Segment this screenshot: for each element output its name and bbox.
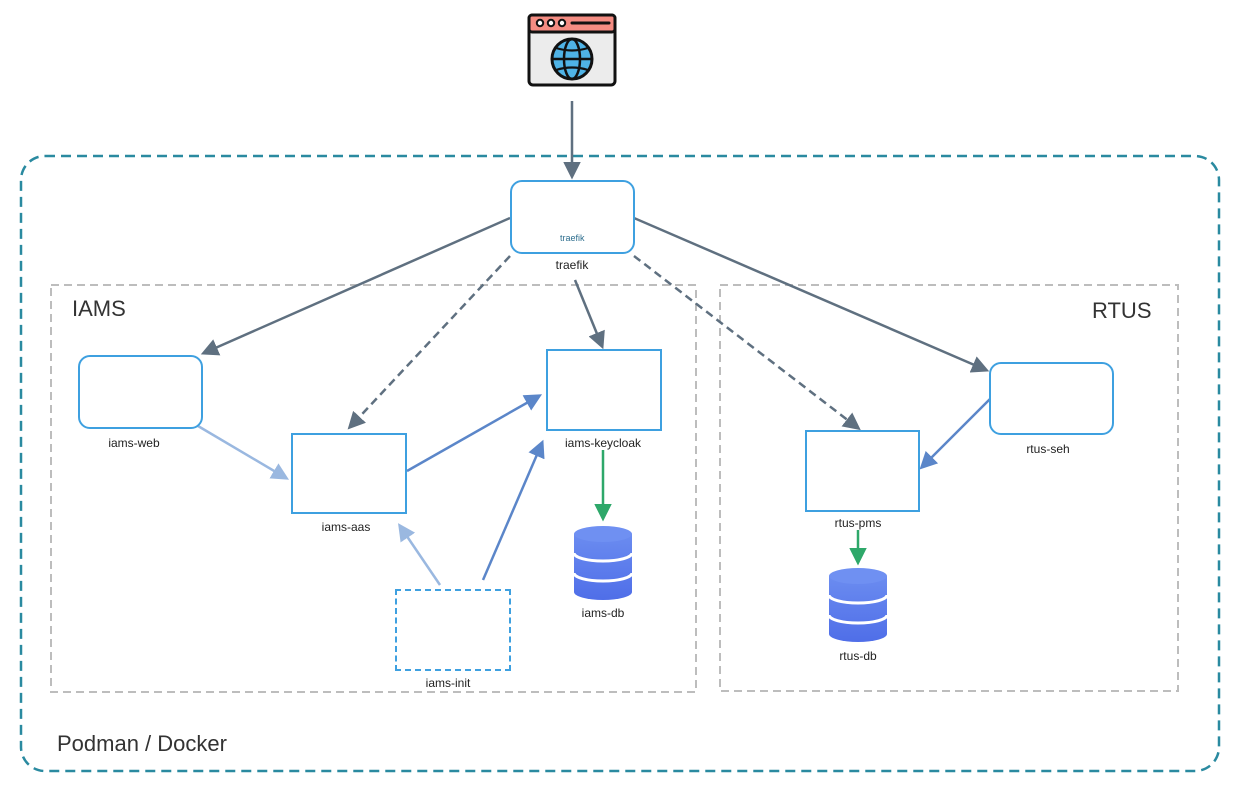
rtus-pms-label: rtus-pms [834, 516, 882, 530]
iams-web-node[interactable] [78, 355, 203, 429]
iams-keycloak-node[interactable] [546, 349, 662, 431]
edge-traefik-rtus-pms [633, 255, 861, 431]
iams-aas-node[interactable] [291, 433, 407, 514]
edge-traefik-iams-aas [347, 255, 511, 430]
edge-iams-init-iams-keycloak [481, 439, 545, 581]
iams-db-database-icon [572, 524, 634, 602]
edge-traefik-iams-web [200, 216, 511, 356]
rtus-db-database-icon [827, 566, 889, 644]
iams-web-label: iams-web [108, 436, 160, 450]
traefik-label: traefik [555, 258, 589, 272]
iams-keycloak-label: iams-keycloak [564, 436, 642, 450]
rtus-group-frame [719, 284, 1179, 692]
edge-traefik-iams-keycloak [573, 279, 605, 350]
iams-group-frame [50, 284, 697, 693]
rtus-seh-label: rtus-seh [1026, 442, 1070, 456]
rtus-pms-node[interactable] [805, 430, 920, 512]
edge-iams-web-iams-aas [197, 424, 290, 480]
rtus-seh-node[interactable] [989, 362, 1114, 435]
outer-group-title: Podman / Docker [57, 731, 227, 756]
rtus-db-label: rtus-db [839, 649, 877, 663]
browser-globe-icon [527, 13, 617, 87]
iams-init-node[interactable] [395, 589, 511, 671]
iams-db-label: iams-db [581, 606, 625, 620]
traefik-logo-text: traefik [560, 233, 585, 243]
traefik-node[interactable]: traefik [510, 180, 635, 254]
edge-traefik-rtus-seh [633, 216, 990, 373]
iams-aas-label: iams-aas [321, 520, 371, 534]
iams-init-label: iams-init [425, 676, 471, 690]
edge-rtus-seh-rtus-pms [919, 398, 991, 470]
iams-group-title: IAMS [72, 296, 126, 321]
edge-iams-init-iams-aas [398, 523, 442, 586]
edge-iams-aas-iams-keycloak [406, 394, 543, 473]
rtus-group-title: RTUS [1092, 298, 1152, 323]
